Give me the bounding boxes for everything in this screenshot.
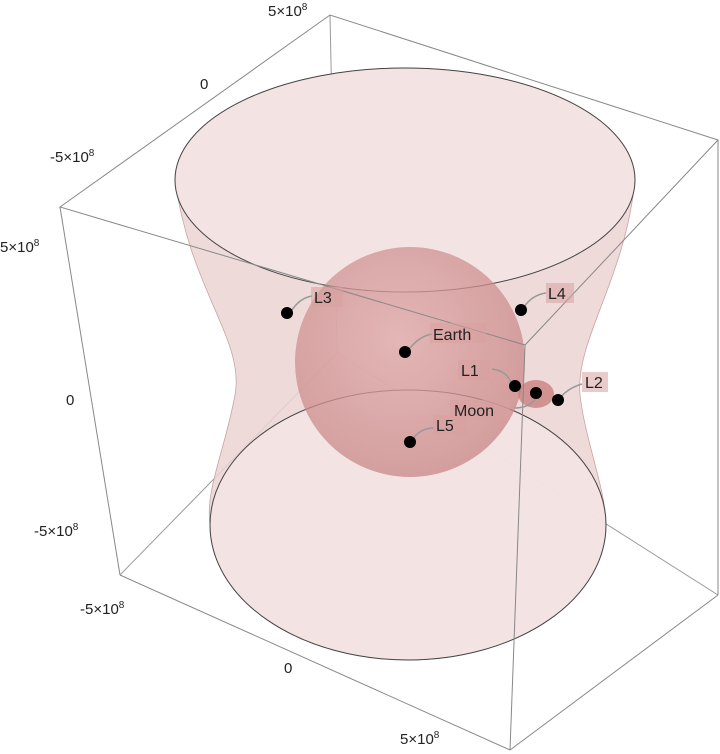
tick-z-pos: 5×108 (0, 238, 40, 256)
tick-top-neg: -5×108 (50, 148, 95, 166)
point-l4[interactable] (515, 304, 527, 316)
tick-z-neg: -5×108 (34, 522, 79, 540)
box-front-edges (58, 14, 719, 751)
point-l2[interactable] (552, 394, 564, 406)
label-moon: Moon (454, 403, 494, 420)
tick-top-zero: 0 (200, 76, 209, 93)
label-l5: L5 (436, 418, 454, 435)
label-l2: L2 (585, 375, 603, 392)
label-l3: L3 (314, 290, 332, 307)
label-earth: Earth (433, 327, 471, 344)
point-earth[interactable] (399, 346, 411, 358)
data-points (281, 304, 564, 448)
tick-x-neg: -5×108 (80, 600, 125, 618)
point-l5[interactable] (404, 436, 416, 448)
label-l4: L4 (548, 286, 566, 303)
tick-top-pos: 5×108 (268, 2, 308, 20)
label-l1: L1 (461, 363, 479, 380)
point-l3[interactable] (281, 307, 293, 319)
label-backgrounds (311, 283, 608, 435)
tick-z-zero: 0 (66, 392, 75, 409)
tick-x-zero: 0 (284, 660, 293, 677)
point-moon[interactable] (530, 387, 542, 399)
point-l1[interactable] (509, 380, 521, 392)
tick-x-pos: 5×108 (400, 730, 440, 748)
